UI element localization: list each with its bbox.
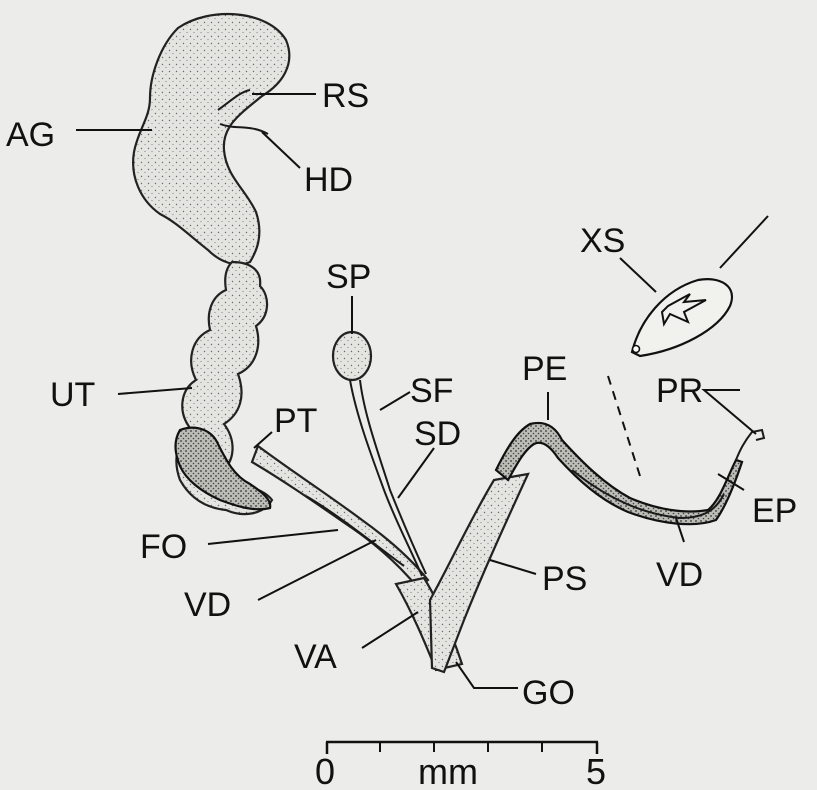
cross-section-pore bbox=[633, 346, 640, 353]
scale-unit: mm bbox=[418, 751, 478, 790]
label-xs: XS bbox=[580, 222, 625, 260]
scale-end: 5 bbox=[586, 751, 606, 790]
label-sp: SP bbox=[326, 258, 371, 296]
label-ps: PS bbox=[542, 560, 587, 598]
label-vd-left: VD bbox=[184, 586, 231, 624]
label-ag: AG bbox=[6, 116, 55, 154]
label-va: VA bbox=[294, 638, 337, 676]
label-go: GO bbox=[522, 674, 575, 712]
label-ut: UT bbox=[50, 376, 95, 414]
scale-start: 0 bbox=[315, 751, 335, 790]
label-sd: SD bbox=[414, 415, 461, 453]
label-hd: HD bbox=[304, 161, 353, 199]
label-pe: PE bbox=[522, 350, 567, 388]
spermatheca bbox=[333, 332, 371, 380]
label-ep: EP bbox=[752, 492, 797, 530]
label-sf: SF bbox=[410, 372, 453, 410]
label-rs: RS bbox=[322, 77, 369, 115]
label-fo: FO bbox=[140, 528, 187, 566]
label-pt: PT bbox=[274, 402, 317, 440]
label-pr: PR bbox=[656, 372, 703, 410]
label-vd-right: VD bbox=[656, 556, 703, 594]
